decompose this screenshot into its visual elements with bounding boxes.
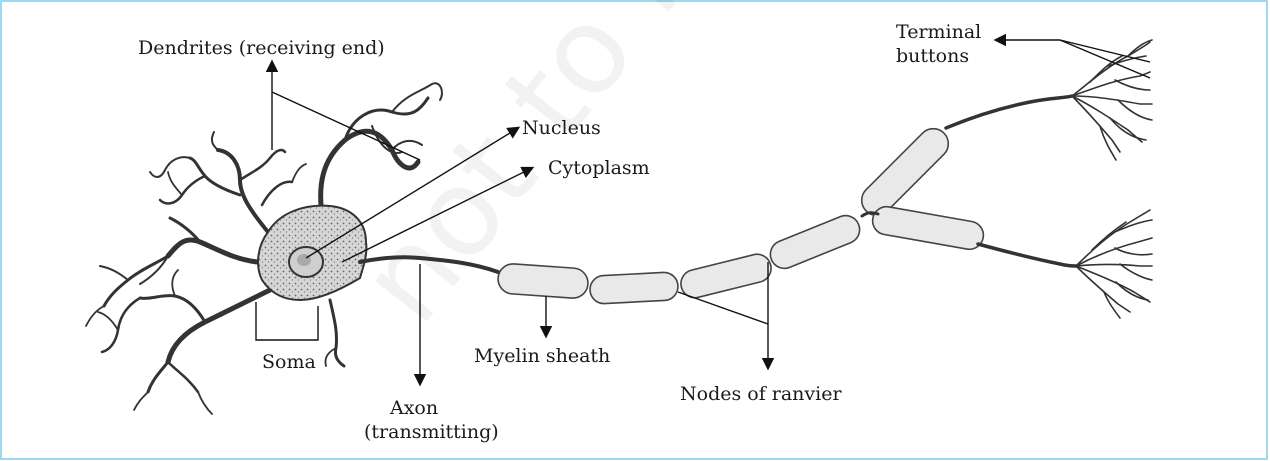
label-axon-line1: Axon bbox=[389, 397, 438, 419]
label-terminal-line1: Terminal bbox=[896, 21, 981, 43]
label-axon-line2: (transmitting) bbox=[364, 421, 499, 443]
label-terminal-line2: buttons bbox=[896, 45, 969, 67]
axon-lower-branch bbox=[978, 244, 1076, 266]
label-dendrites: Dendrites (receiving end) bbox=[138, 37, 385, 59]
label-myelin-sheath: Myelin sheath bbox=[474, 345, 610, 367]
label-nodes-of-ranvier: Nodes of ranvier bbox=[680, 383, 842, 405]
watermark-text: not to be republished bbox=[333, 0, 1234, 348]
label-nucleus: Nucleus bbox=[522, 117, 601, 139]
upper-axon-terminal bbox=[1072, 40, 1152, 160]
label-soma: Soma bbox=[262, 351, 316, 373]
axon-upper-branch bbox=[946, 96, 1072, 128]
lower-axon-terminal bbox=[1076, 210, 1152, 318]
label-cytoplasm: Cytoplasm bbox=[548, 157, 650, 179]
